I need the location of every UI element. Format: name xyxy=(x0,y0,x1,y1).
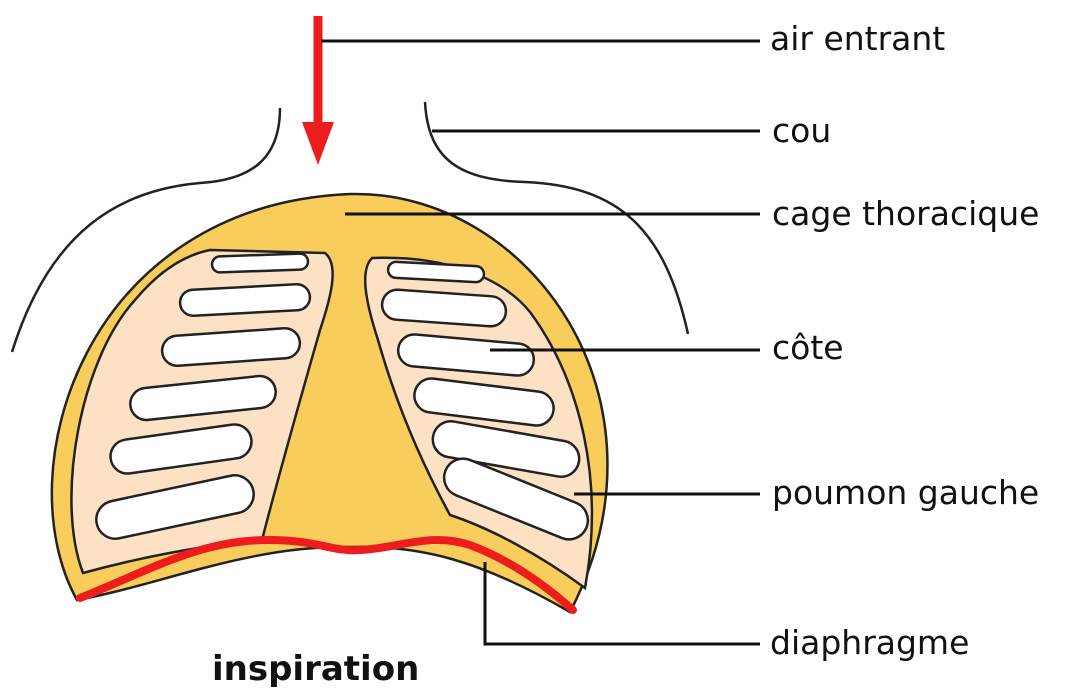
label-incoming-air: air entrant xyxy=(770,19,945,58)
label-diaphragm: diaphragme xyxy=(770,623,969,662)
diagram-caption: inspiration xyxy=(212,649,419,688)
incoming-air-arrow xyxy=(302,16,334,165)
rib xyxy=(388,261,485,282)
label-left-lung: poumon gauche xyxy=(772,473,1039,512)
label-rib: côte xyxy=(772,328,844,367)
label-neck: cou xyxy=(772,111,831,150)
rib xyxy=(179,284,310,317)
rib xyxy=(212,253,308,272)
label-rib-cage: cage thoracique xyxy=(772,194,1039,233)
